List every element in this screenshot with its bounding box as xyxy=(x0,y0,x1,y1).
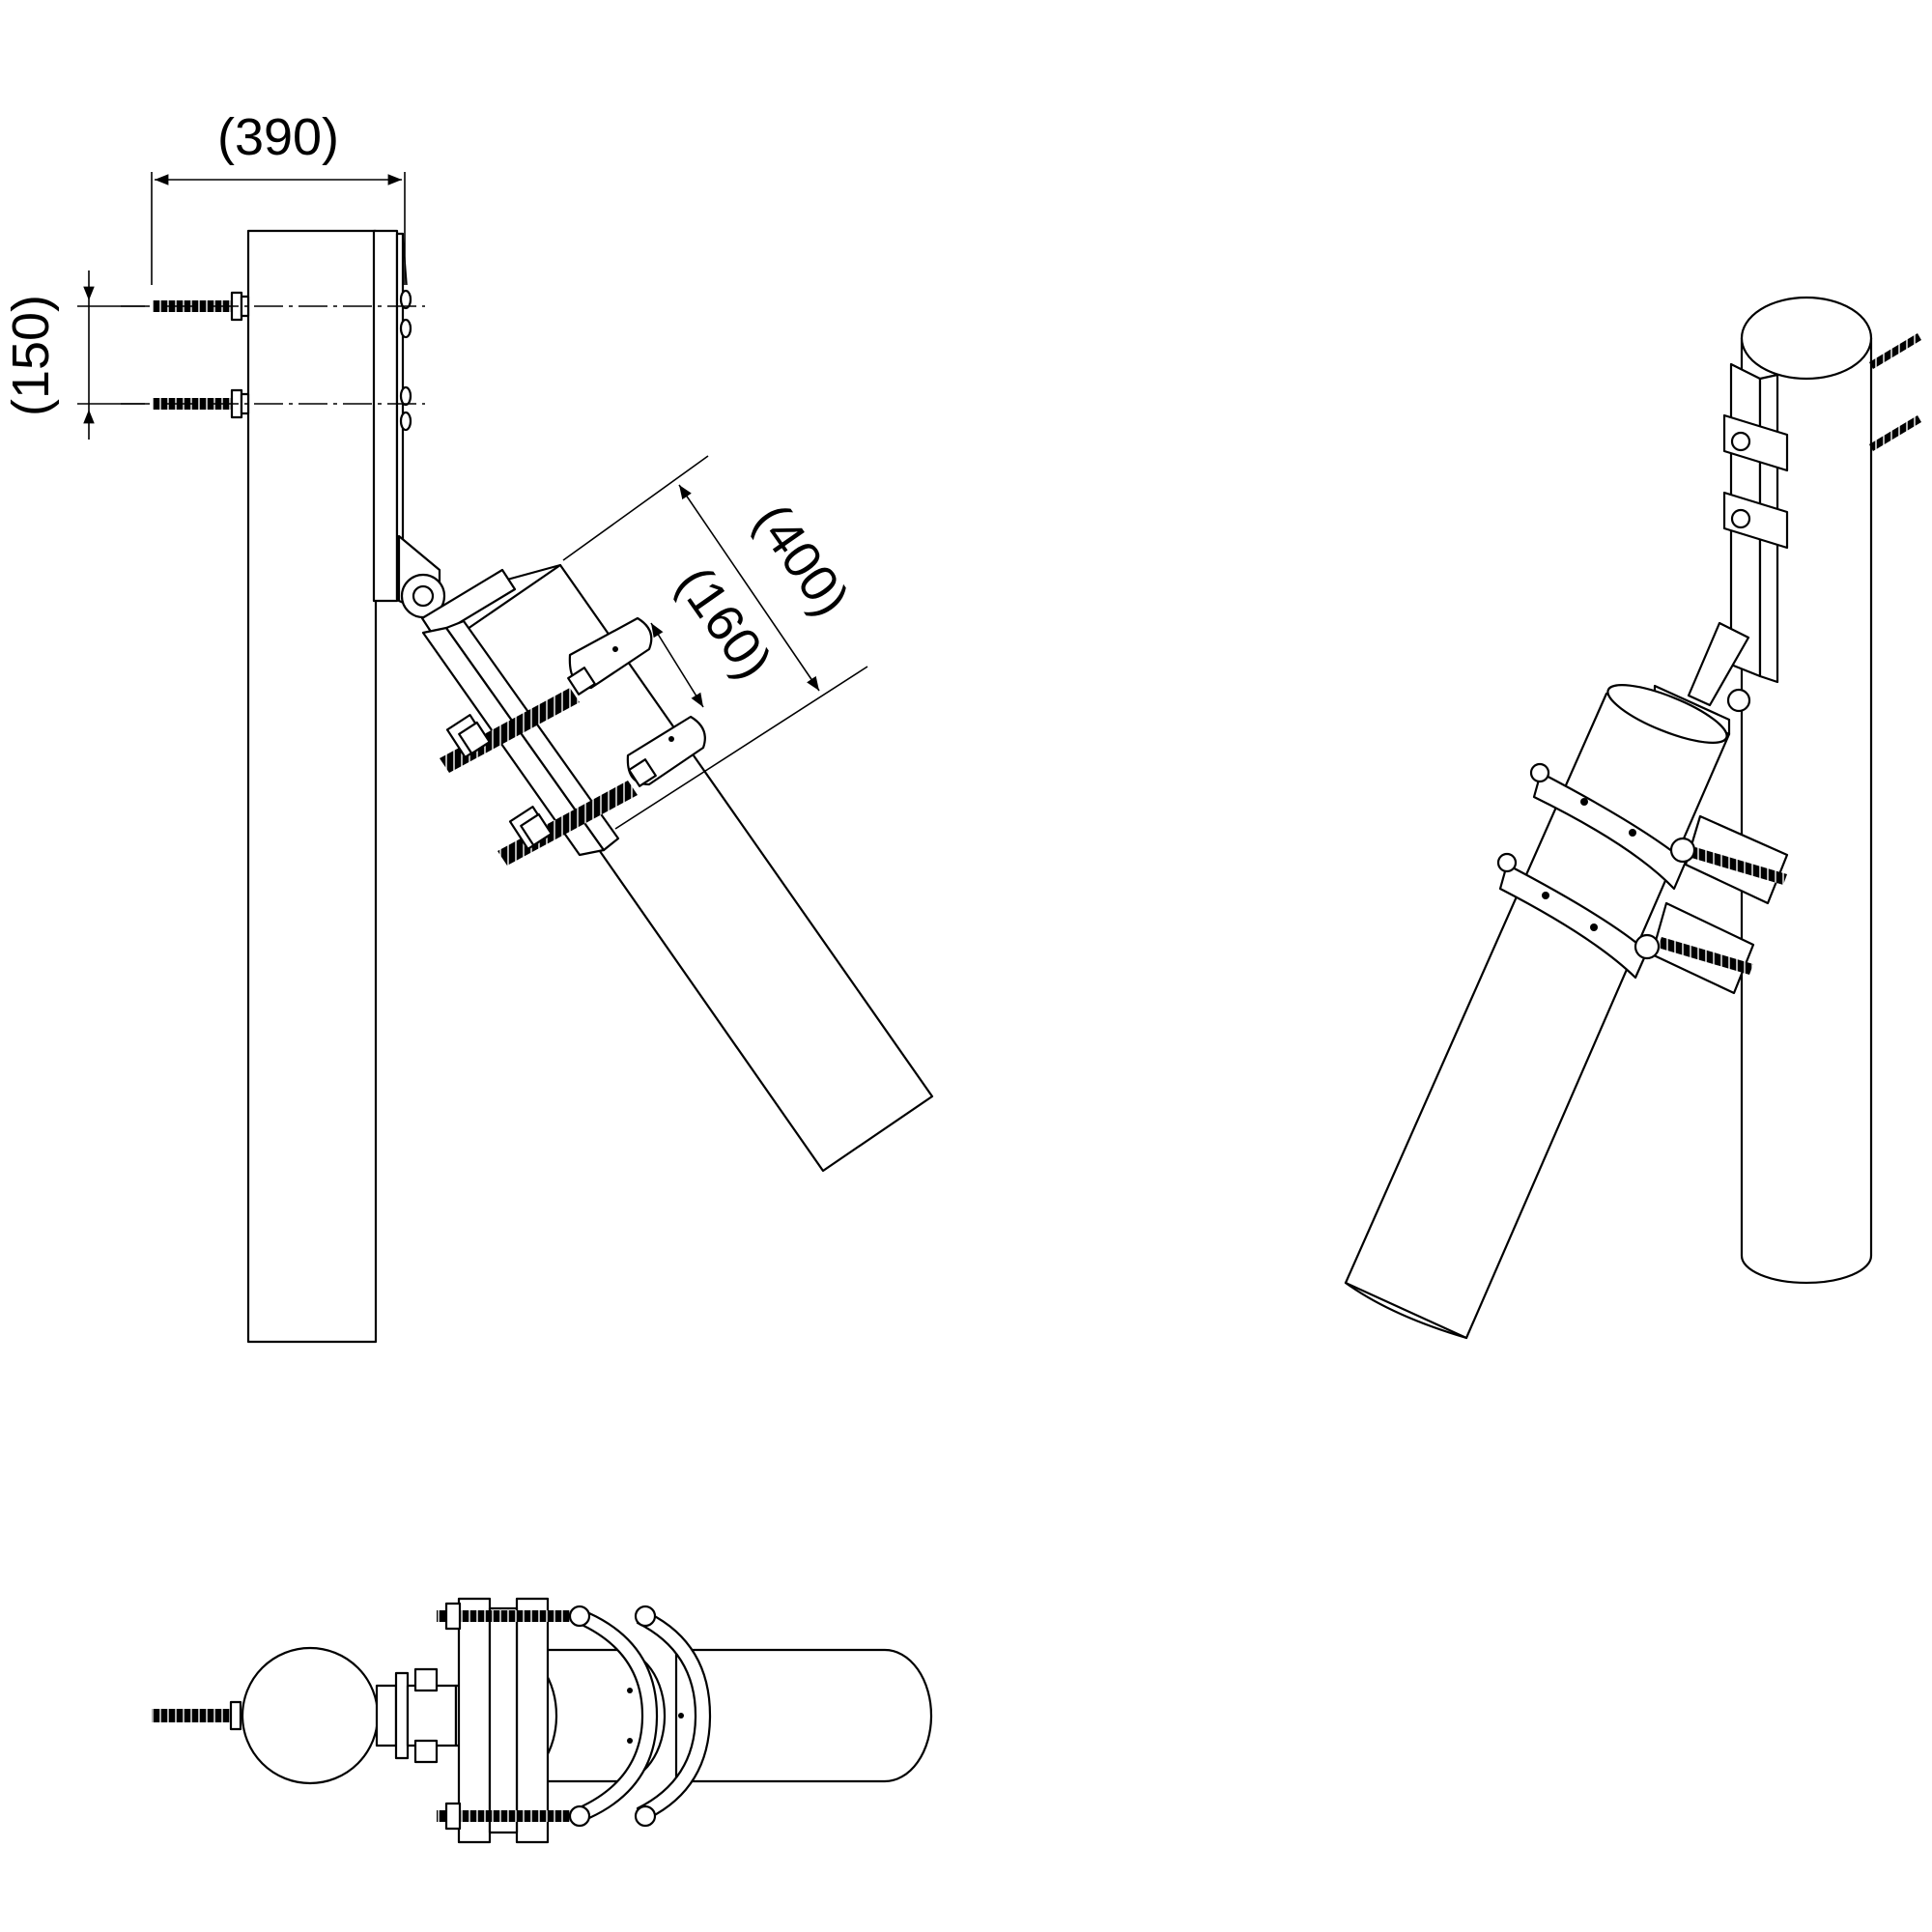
top-horizontal-tube xyxy=(674,1648,933,1783)
hinge xyxy=(397,534,446,620)
iso-bracket-channel xyxy=(1722,362,1789,684)
tube-clamps xyxy=(567,616,706,787)
inclined-antenna-tube xyxy=(450,563,934,1173)
iso-tilt-clamps xyxy=(1634,814,1789,995)
iso-mast-bolts xyxy=(1869,333,1921,451)
top-view xyxy=(152,1597,933,1844)
front-view: (390) (150) (400) (160) xyxy=(2,108,934,1344)
tube-bolts xyxy=(440,688,638,866)
top-clamp-plates xyxy=(457,1597,550,1844)
top-mast-section xyxy=(241,1646,380,1785)
dim-150-label: (150) xyxy=(2,295,60,416)
dim-390-label: (390) xyxy=(217,108,339,166)
vertical-mast xyxy=(246,229,378,1344)
tilt-bracket xyxy=(420,568,620,857)
top-view-bolts xyxy=(437,1602,657,1831)
dimension-390: (390) xyxy=(151,108,406,285)
iso-clamp-bands xyxy=(1496,762,1688,980)
isometric-view xyxy=(1344,296,1921,1340)
dim-400-label: (400) xyxy=(743,494,860,627)
bracket-plate xyxy=(372,229,408,603)
dimension-150: (150) xyxy=(2,270,145,440)
dimension-160: (160) xyxy=(650,556,782,708)
dim-160-label: (160) xyxy=(666,556,782,690)
top-bracket xyxy=(375,1667,458,1764)
top-threaded-rod xyxy=(152,1709,231,1722)
